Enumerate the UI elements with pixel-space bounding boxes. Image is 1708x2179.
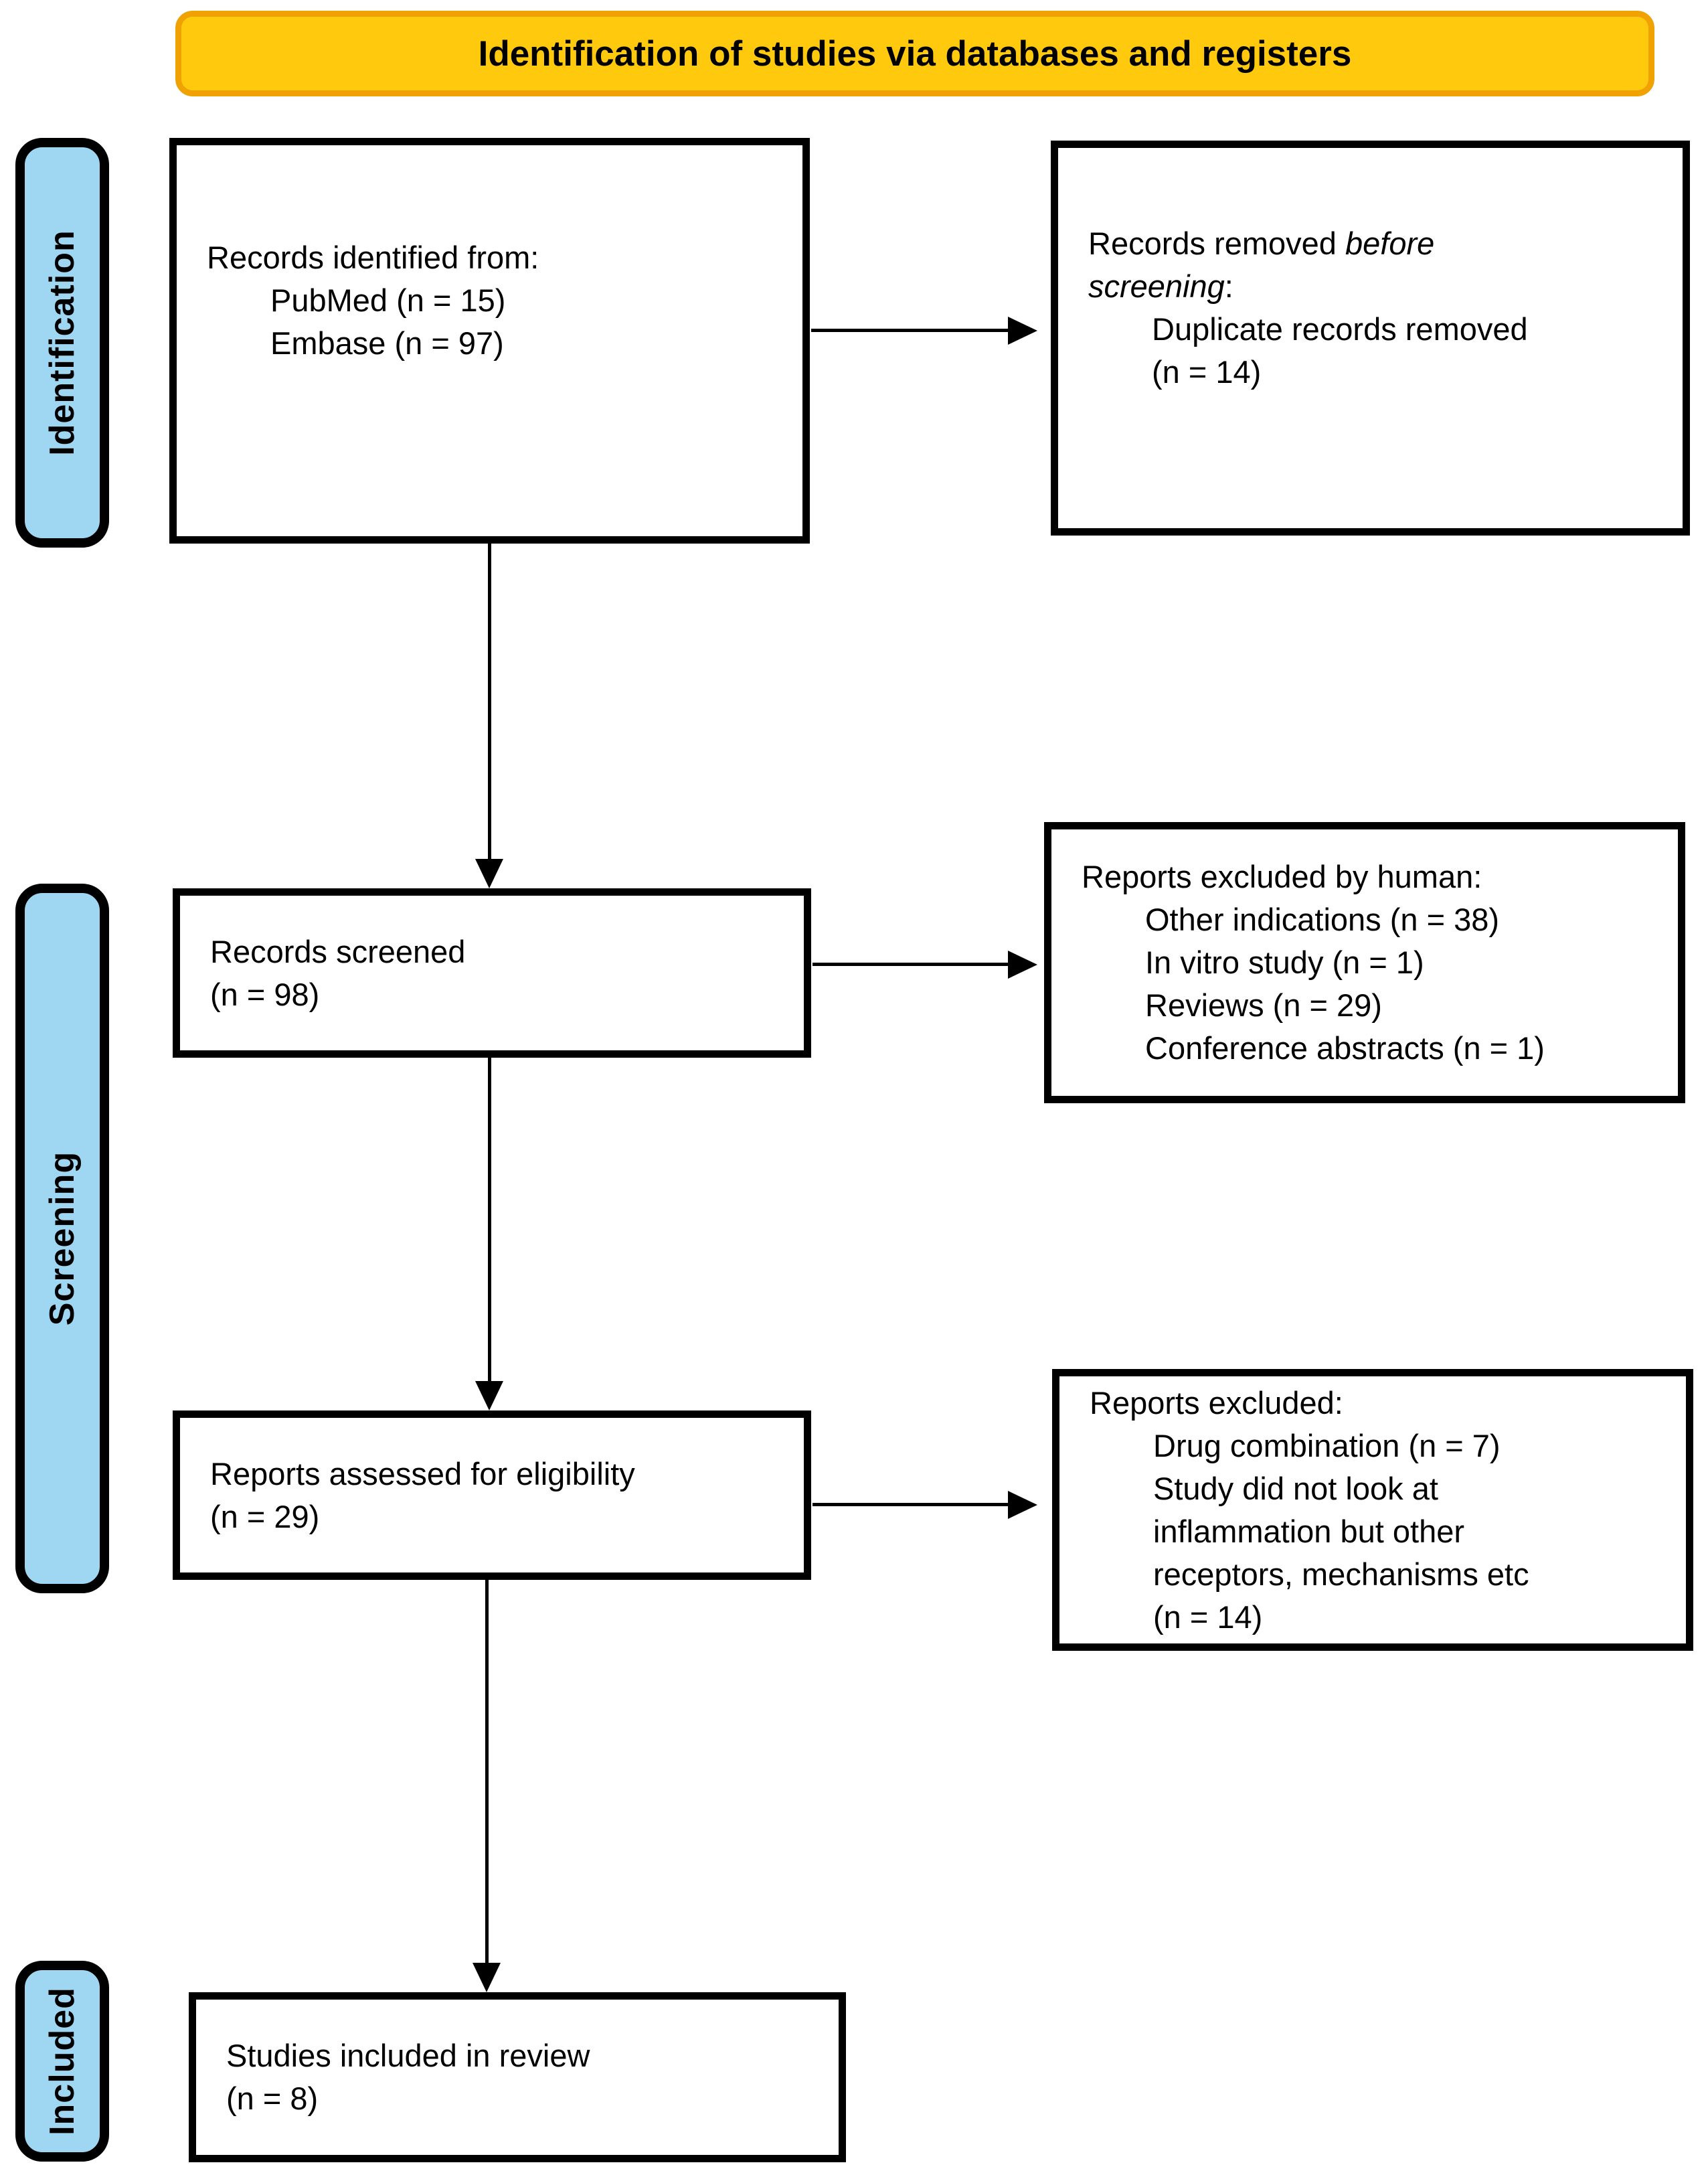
box-records-removed-title-line1: Records removed before	[1088, 226, 1435, 261]
box-records-removed: Records removed before screening: Duplic…	[1051, 141, 1690, 536]
box-reports-excluded-human-item: Reviews (n = 29)	[1145, 987, 1382, 1023]
box-reports-assessed-line: (n = 29)	[210, 1498, 320, 1534]
stage-label-included-text: Included	[43, 1987, 82, 2135]
box-records-screened-line: Records screened	[210, 933, 466, 969]
box-studies-included-line: (n = 8)	[226, 2081, 319, 2116]
stage-label-included: Included	[15, 1961, 109, 2162]
box-reports-excluded-human: Reports excluded by human: Other indicat…	[1044, 822, 1685, 1103]
box-reports-excluded-title: Reports excluded:	[1090, 1384, 1343, 1421]
box-studies-included-line: Studies included in review	[226, 2038, 590, 2073]
arrow-screened-to-excluded-line	[813, 963, 1009, 966]
arrow-screened-to-assessed-line	[488, 1058, 491, 1382]
box-records-identified: Records identified from: PubMed (n = 15)…	[169, 138, 810, 544]
arrow-screened-to-excluded-head-icon	[1008, 951, 1037, 979]
arrow-assessed-to-included-head-icon	[473, 1963, 501, 1992]
box-reports-assessed-line: Reports assessed for eligibility	[210, 1455, 635, 1491]
box-reports-excluded-item: (n = 14)	[1153, 1599, 1263, 1635]
box-records-removed-item: (n = 14)	[1152, 354, 1262, 390]
box-reports-excluded: Reports excluded: Drug combination (n = …	[1052, 1369, 1693, 1651]
stage-label-identification: Identification	[15, 138, 109, 548]
box-records-identified-item: PubMed (n = 15)	[270, 283, 506, 318]
box-reports-excluded-item: receptors, mechanisms etc	[1153, 1556, 1529, 1592]
arrow-identified-to-removed-line	[811, 329, 1009, 332]
stage-label-screening-text: Screening	[43, 1151, 82, 1326]
arrow-identified-to-screened-head-icon	[475, 859, 503, 888]
box-studies-included: Studies included in review (n = 8)	[189, 1992, 846, 2162]
box-records-identified-title: Records identified from:	[207, 240, 539, 275]
stage-label-identification-text: Identification	[43, 230, 82, 456]
box-reports-excluded-item: Study did not look at	[1153, 1470, 1438, 1506]
box-records-removed-title-line2: screening:	[1088, 268, 1233, 304]
box-reports-excluded-item: Drug combination (n = 7)	[1153, 1427, 1501, 1463]
box-reports-excluded-human-title: Reports excluded by human:	[1082, 859, 1482, 894]
box-records-screened-line: (n = 98)	[210, 976, 320, 1012]
stage-label-screening: Screening	[15, 884, 109, 1593]
box-records-screened: Records screened (n = 98)	[173, 888, 811, 1058]
arrow-assessed-to-included-line	[485, 1580, 489, 1964]
arrow-assessed-to-excluded-head-icon	[1008, 1491, 1037, 1519]
box-reports-excluded-human-item: In vitro study (n = 1)	[1145, 945, 1424, 980]
arrow-identified-to-screened-line	[488, 544, 491, 862]
box-reports-assessed: Reports assessed for eligibility (n = 29…	[173, 1410, 811, 1580]
box-records-identified-item: Embase (n = 97)	[270, 325, 504, 361]
arrow-screened-to-assessed-head-icon	[475, 1381, 503, 1410]
box-reports-excluded-item: inflammation but other	[1153, 1513, 1465, 1549]
box-reports-excluded-human-item: Conference abstracts (n = 1)	[1145, 1030, 1545, 1066]
banner-title: Identification of studies via databases …	[478, 33, 1352, 74]
arrow-assessed-to-excluded-line	[813, 1503, 1009, 1506]
arrow-identified-to-removed-head-icon	[1008, 317, 1037, 345]
box-reports-excluded-human-item: Other indications (n = 38)	[1145, 902, 1500, 937]
box-records-removed-item: Duplicate records removed	[1152, 311, 1528, 347]
banner: Identification of studies via databases …	[175, 11, 1654, 96]
